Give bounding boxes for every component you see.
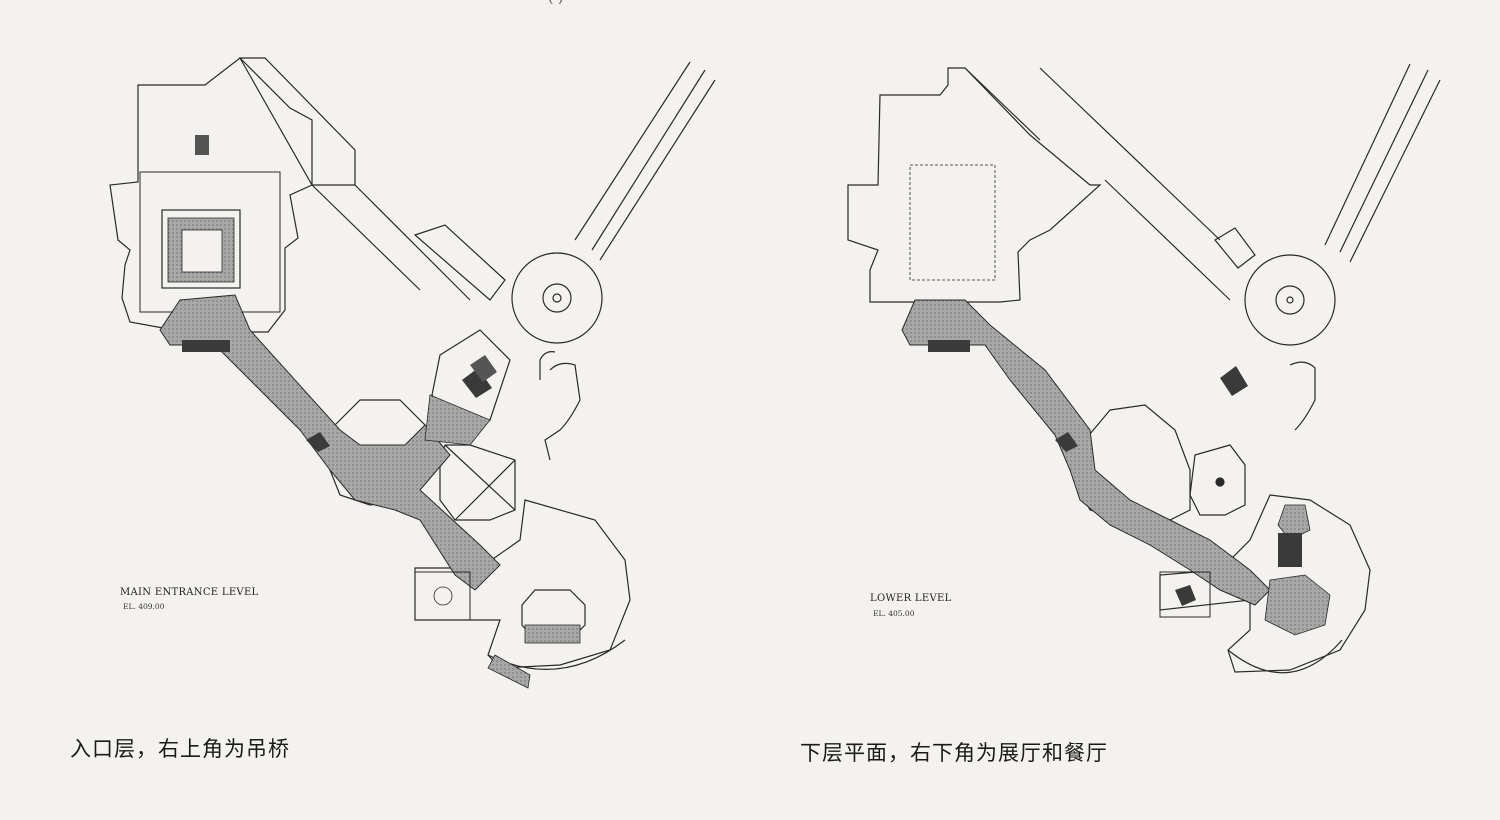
level-title: MAIN ENTRANCE LEVEL: [120, 587, 259, 598]
page-header-fragment: ( ): [548, 0, 563, 6]
plan-caption: 入口层，右上角为吊桥: [70, 737, 290, 761]
level-title: LOWER LEVEL: [870, 593, 952, 604]
floor-plan-drawing-lower: [847, 63, 1441, 674]
floor-plan-drawing-main: [109, 57, 716, 689]
lower-level-plan: LOWER LEVEL EL. 405.00 下层平面，右下角为展厅和餐厅: [750, 0, 1500, 820]
plan-caption: 下层平面，右下角为展厅和餐厅: [800, 741, 1108, 765]
lower-hall-hatch: [1264, 574, 1331, 636]
connector-hatch: [424, 394, 491, 446]
lower-circulation-spine-hatch: [901, 299, 1271, 606]
level-elevation: EL. 405.00: [873, 609, 915, 618]
main-entrance-level-plan: MAIN ENTRANCE LEVEL EL. 409.00 入口层，右上角为吊…: [70, 57, 716, 761]
stair-blocks: [182, 135, 497, 398]
level-elevation: EL. 409.00: [123, 602, 165, 611]
lower-building-outline: [847, 63, 1441, 674]
main-building-outline: [109, 57, 716, 670]
lower-stair-blocks: [928, 340, 1302, 606]
circulation-spine-hatch: [159, 294, 501, 591]
